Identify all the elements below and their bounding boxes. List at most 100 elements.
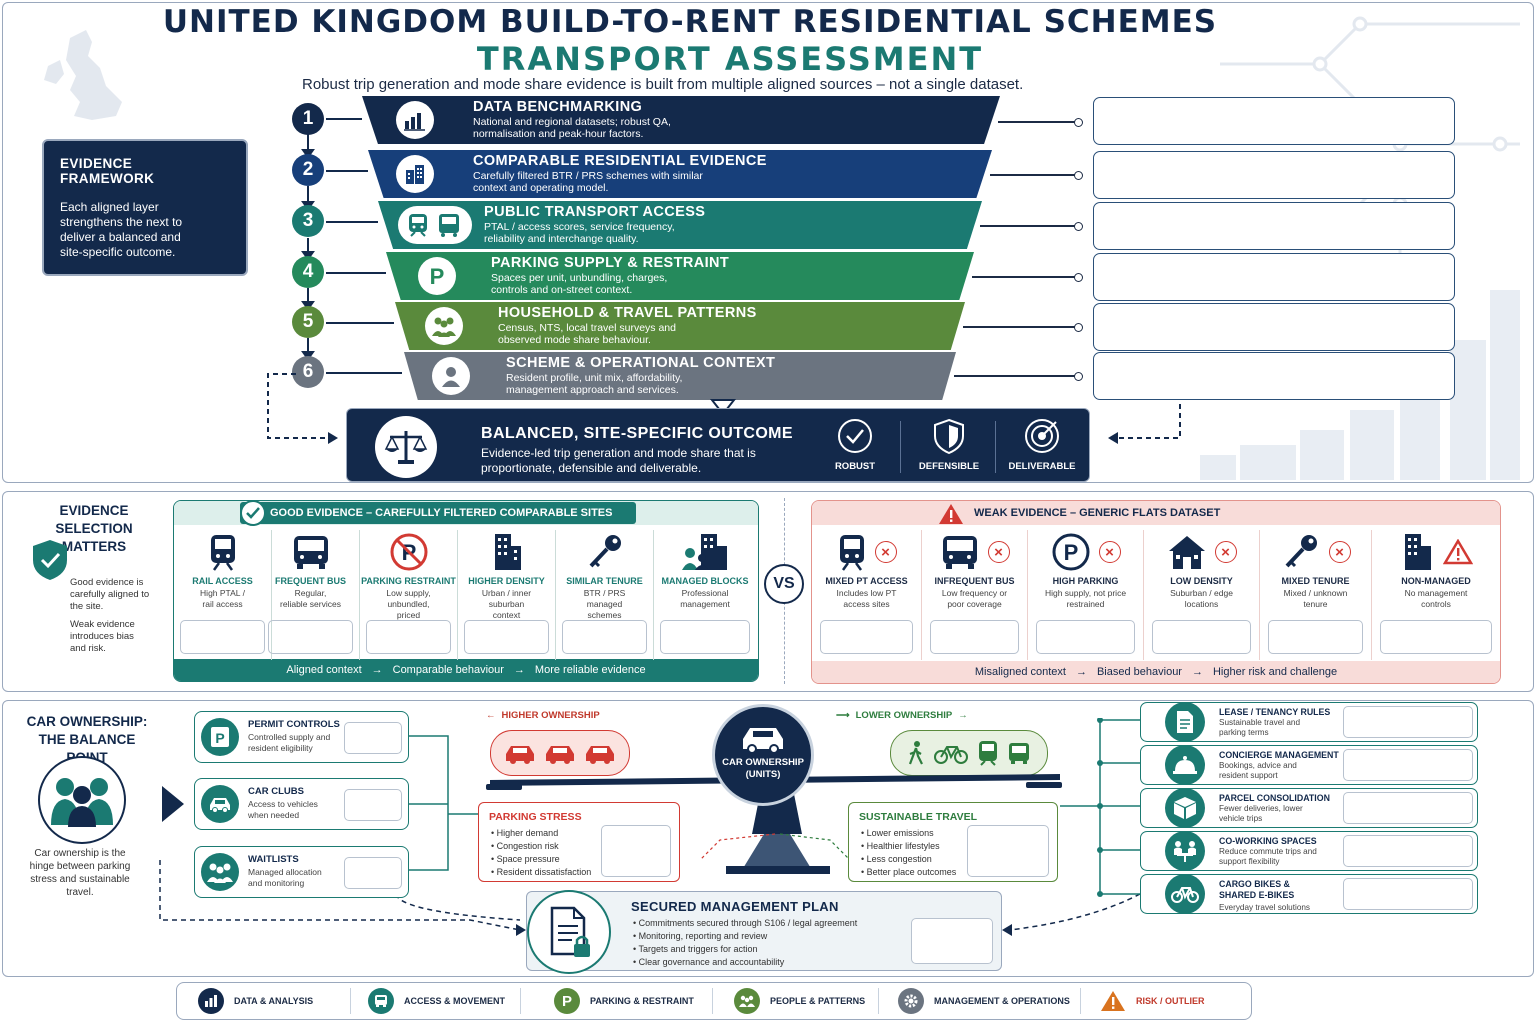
sustainable-travel-list: Lower emissions Healthier lifestyles Les… (861, 827, 957, 879)
layer-desc: Resident profile, unit mix, affordabilit… (506, 372, 683, 396)
card-input[interactable] (1343, 792, 1473, 824)
good-item-bus[interactable]: FREQUENT BUS Regular, reliable services (262, 530, 360, 660)
warning-icon (1101, 991, 1125, 1011)
layer-bar-2[interactable]: COMPARABLE RESIDENTIAL EVIDENCE Carefull… (368, 150, 992, 198)
card-title: PERMIT CONTROLS (248, 719, 340, 730)
weak-item-tenure[interactable]: × MIXED TENURE Mixed / unknown tenure (1260, 530, 1372, 660)
layer-input-box-4[interactable] (1093, 253, 1455, 301)
layer-bar-1[interactable]: DATA BENCHMARKING National and regional … (362, 96, 1000, 144)
ownership-text: Car ownership is the hinge between parki… (29, 848, 131, 898)
layer-connector (954, 372, 1083, 381)
target-icon (1025, 419, 1059, 453)
list-item: Targets and triggers for action (633, 943, 857, 956)
weak-item-bus[interactable]: × INFREQUENT BUS Low frequency or poor c… (922, 530, 1028, 660)
card-coworking[interactable]: CO-WORKING SPACES Reduce commute trips a… (1140, 831, 1478, 871)
car-icon (201, 785, 239, 823)
train-icon (174, 530, 271, 574)
item-desc: Professional management (680, 588, 730, 609)
shield-check-icon (33, 540, 67, 580)
layer-connector (963, 323, 1083, 332)
card-car-clubs[interactable]: CAR CLUBS Access to vehicles when needed (194, 778, 409, 830)
item-desc: Includes low PT access sites (836, 588, 897, 609)
weak-item-input[interactable] (1036, 620, 1135, 654)
card-lease-rules[interactable]: LEASE / TENANCY RULES Sustainable travel… (1140, 702, 1478, 742)
good-item-managed[interactable]: MANAGED BLOCKS Professional management (654, 530, 756, 660)
layer-bar-5[interactable]: HOUSEHOLD & TRAVEL PATTERNS Census, NTS,… (395, 302, 965, 350)
bus-icon (1009, 743, 1029, 764)
layer-connector (998, 118, 1083, 127)
weak-item-density[interactable]: × LOW DENSITY Suburban / edge locations (1144, 530, 1260, 660)
layer-input-box-1[interactable] (1093, 97, 1455, 145)
weak-item-input[interactable] (1268, 620, 1363, 654)
card-input[interactable] (344, 722, 402, 754)
item-title: LOW DENSITY (1170, 576, 1233, 586)
selection-text-weak: Weak evidence introduces bias and risk. (70, 619, 135, 654)
parking-stress-box: PARKING STRESS Higher demand Congestion … (478, 802, 680, 882)
good-item-parking-restraint[interactable]: P PARKING RESTRAINT Low supply, unbundle… (360, 530, 458, 660)
layer-bar-6[interactable]: SCHEME & OPERATIONAL CONTEXT Resident pr… (404, 352, 956, 400)
people-icon (425, 307, 463, 345)
layer-input-box-6[interactable] (1093, 352, 1455, 400)
layer-input-box-3[interactable] (1093, 202, 1455, 250)
card-input[interactable] (1343, 835, 1473, 867)
layer-input-box-5[interactable] (1093, 303, 1455, 351)
card-permit-controls[interactable]: P PERMIT CONTROLS Controlled supply and … (194, 711, 409, 763)
good-item-input[interactable] (366, 620, 451, 654)
tower-icon (458, 530, 555, 574)
card-cargo-bikes[interactable]: CARGO BIKES & SHARED E-BIKES Everyday tr… (1140, 874, 1478, 914)
card-waitlists[interactable]: WAITLISTS Managed allocation and monitor… (194, 846, 409, 898)
robust-badge: ROBUST (809, 417, 901, 472)
good-item-input[interactable] (268, 620, 353, 654)
item-title: INFREQUENT BUS (934, 576, 1015, 586)
weak-item-input[interactable] (1152, 620, 1251, 654)
layer-bar-3[interactable]: PUBLIC TRANSPORT ACCESS PTAL / access sc… (378, 201, 982, 249)
car-icon (743, 728, 783, 753)
list-item: Congestion risk (491, 840, 591, 853)
permit-icon: P (201, 718, 239, 756)
weak-item-input[interactable] (930, 620, 1019, 654)
card-input[interactable] (344, 789, 402, 821)
sustainable-travel-input[interactable] (967, 825, 1049, 877)
card-input[interactable] (1343, 749, 1473, 781)
card-concierge[interactable]: CONCIERGE MANAGEMENT Bookings, advice an… (1140, 745, 1478, 785)
legend-data-analysis: DATA & ANALYSIS (198, 983, 313, 1019)
bus-icon (942, 536, 977, 569)
ownership-people-icon (38, 756, 126, 844)
card-parcel[interactable]: PARCEL CONSOLIDATION Fewer deliveries, l… (1140, 788, 1478, 828)
item-title: PARKING RESTRAINT (361, 576, 456, 586)
good-item-tenure[interactable]: SIMILAR TENURE BTR / PRS managed schemes (556, 530, 654, 660)
managed-blocks-icon (654, 530, 756, 574)
list-item: Better place outcomes (861, 866, 957, 879)
cross-icon: × (1214, 541, 1237, 563)
management-plan-input[interactable] (911, 918, 993, 964)
weak-item-management[interactable]: NON-MANAGED No management controls (1372, 530, 1500, 660)
item-title: HIGHER DENSITY (468, 576, 545, 586)
card-input[interactable] (344, 857, 402, 889)
cross-icon: × (1328, 541, 1351, 563)
layer-desc: Census, NTS, local travel surveys and ob… (498, 322, 676, 346)
weak-item-pt[interactable]: × MIXED PT ACCESS Includes low PT access… (812, 530, 922, 660)
good-item-input[interactable] (562, 620, 647, 654)
layer-input-box-2[interactable] (1093, 151, 1455, 199)
step-number-6: 6 (292, 356, 324, 388)
parking-stress-input[interactable] (601, 825, 671, 877)
card-input[interactable] (1343, 706, 1473, 738)
good-item-input[interactable] (660, 620, 750, 654)
cross-icon: × (1098, 541, 1121, 563)
house-icon (1168, 536, 1205, 569)
good-item-input[interactable] (464, 620, 549, 654)
card-input[interactable] (1343, 878, 1473, 910)
higher-ownership-label: ←HIGHER OWNERSHIP (486, 710, 626, 721)
good-evidence-banner (240, 502, 636, 524)
weak-item-input[interactable] (1380, 620, 1492, 654)
good-item-input[interactable] (180, 620, 265, 654)
weak-item-parking[interactable]: P× HIGH PARKING High supply, not price r… (1028, 530, 1144, 660)
gear-icon (898, 988, 924, 1014)
weak-item-input[interactable] (820, 620, 913, 654)
layer-bar-4[interactable]: P PARKING SUPPLY & RESTRAINT Spaces per … (386, 252, 974, 300)
good-item-rail[interactable]: RAIL ACCESS High PTAL / rail access (174, 530, 272, 660)
footer-step: Misaligned context (974, 666, 1066, 678)
svg-text:P: P (215, 730, 224, 746)
arrow-icon: → (1075, 666, 1087, 678)
good-item-density[interactable]: HIGHER DENSITY Urban / inner suburban co… (458, 530, 556, 660)
